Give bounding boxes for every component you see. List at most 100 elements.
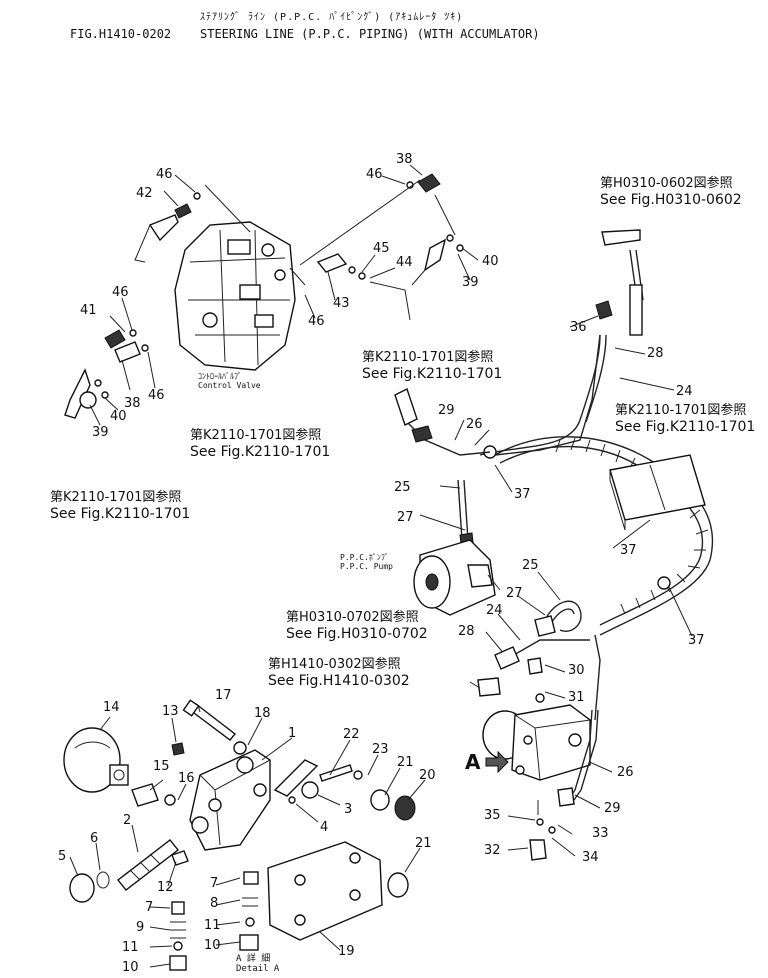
part-number: 46: [112, 285, 129, 300]
part-number: 9: [136, 920, 145, 935]
valve-fittings: [64, 173, 464, 419]
see-fig-reference: 第K2110-1701図参照 See Fig.K2110-1701: [50, 490, 190, 522]
figure-number: FIG.H1410-0202: [70, 27, 172, 41]
part-number: 27: [397, 510, 414, 525]
see-fig-reference: 第H0310-0702図参照 See Fig.H0310-0702: [286, 610, 428, 642]
part-number: 5: [58, 849, 67, 864]
part-number: 23: [372, 742, 389, 757]
part-number: 42: [136, 186, 153, 201]
caption-en: Detail A: [236, 964, 280, 974]
part-number: 34: [582, 850, 599, 865]
part-number: 16: [178, 771, 195, 786]
reference-jp: 第K2110-1701図参照: [615, 403, 747, 418]
part-number: 13: [162, 704, 179, 719]
reference-en: See Fig.K2110-1701: [50, 506, 191, 522]
part-number: 6: [90, 831, 99, 846]
part-number: 36: [570, 320, 587, 335]
lower-hoses: [469, 600, 601, 721]
part-number: 29: [438, 403, 455, 418]
detail-a-caption: A 詳 細 Detail A: [236, 954, 279, 974]
part-number: 11: [204, 918, 221, 933]
part-number: 37: [620, 543, 637, 558]
caption-jp: ｺﾝﾄﾛｰﾙﾊﾞﾙﾌﾞ: [198, 372, 242, 381]
reference-en: See Fig.H1410-0302: [268, 673, 410, 689]
part-number: 2: [123, 813, 132, 828]
reference-jp: 第H0310-0602図参照: [600, 176, 733, 191]
part-number: 17: [215, 688, 232, 703]
part-number: 37: [688, 633, 705, 648]
figure-title-japanese: ｽﾃｱﾘﾝｸﾞ ﾗｲﾝ (P.P.C. ﾊﾟｲﾋﾟﾝｸﾞ) (ｱｷｭﾑﾚｰﾀ ﾂ…: [200, 12, 464, 23]
part-number: 11: [122, 940, 139, 955]
part-number: 43: [333, 296, 350, 311]
part-number: 3: [344, 802, 353, 817]
part-number: 32: [484, 843, 501, 858]
part-number: 30: [568, 663, 585, 678]
reference-jp: 第K2110-1701図参照: [50, 490, 182, 505]
part-number: 12: [157, 880, 174, 895]
arrow-a-icon: [485, 750, 509, 774]
part-number: 15: [153, 759, 170, 774]
part-number: 1: [288, 726, 297, 741]
part-number: 39: [462, 275, 479, 290]
part-number: 24: [676, 384, 693, 399]
part-number: 4: [320, 820, 329, 835]
caption-en: P.P.C. Pump: [340, 562, 393, 571]
part-number: 27: [506, 586, 523, 601]
reference-en: See Fig.K2110-1701: [362, 366, 503, 382]
reference-jp: 第H0310-0702図参照: [286, 610, 419, 625]
part-number: 7: [145, 900, 154, 915]
part-number: 21: [397, 755, 414, 770]
reference-en: See Fig.K2110-1701: [615, 419, 756, 435]
part-number: 46: [148, 388, 165, 403]
part-number: 46: [308, 314, 325, 329]
see-fig-reference: 第K2110-1701図参照 See Fig.K2110-1701: [362, 350, 502, 382]
ppc-pump-caption: P.P.C.ﾎﾟﾝﾌﾟ P.P.C. Pump: [340, 553, 393, 571]
reference-en: See Fig.H0310-0702: [286, 626, 428, 642]
part-number: 28: [458, 624, 475, 639]
reference-jp: 第K2110-1701図参照: [190, 428, 322, 443]
part-number: 14: [103, 700, 120, 715]
caption-en: Control Valve: [198, 381, 261, 390]
leader-lines: [89, 164, 693, 857]
part-number: 21: [415, 836, 432, 851]
part-number: 26: [466, 417, 483, 432]
part-number: 35: [484, 808, 501, 823]
part-number: 45: [373, 241, 390, 256]
reference-jp: 第H1410-0302図参照: [268, 657, 401, 672]
part-number: 25: [394, 480, 411, 495]
ppc-pump-drawing: [413, 539, 501, 616]
part-number: 28: [647, 346, 664, 361]
control-valve-caption: ｺﾝﾄﾛｰﾙﾊﾞﾙﾌﾞ Control Valve: [198, 372, 261, 390]
part-number: 26: [617, 765, 634, 780]
part-number: 40: [482, 254, 499, 269]
part-number: 46: [366, 167, 383, 182]
control-valve-drawing: [174, 221, 296, 371]
see-fig-reference: 第H0310-0602図参照 See Fig.H0310-0602: [600, 176, 742, 208]
part-number: 38: [124, 396, 141, 411]
detail-a-drawing: [63, 699, 426, 971]
caption-jp: P.P.C.ﾎﾟﾝﾌﾟ: [340, 553, 389, 562]
reference-jp: 第K2110-1701図参照: [362, 350, 494, 365]
part-number: 18: [254, 706, 271, 721]
part-number: 37: [514, 487, 531, 502]
reference-en: See Fig.H0310-0602: [600, 192, 742, 208]
see-fig-reference: 第K2110-1701図参照 See Fig.K2110-1701: [615, 403, 755, 435]
part-number: 31: [568, 690, 585, 705]
part-number: 24: [486, 603, 503, 618]
see-fig-reference: 第H1410-0302図参照 See Fig.H1410-0302: [268, 657, 410, 689]
accumulator-assembly: [482, 704, 599, 861]
part-number: 41: [80, 303, 97, 318]
figure-title: STEERING LINE (P.P.C. PIPING) (WITH ACCU…: [200, 27, 540, 41]
part-number: 40: [110, 409, 127, 424]
caption-jp: A 詳 細: [236, 954, 271, 964]
part-number: 46: [156, 167, 173, 182]
view-arrow-label: A: [465, 750, 481, 774]
part-number: 22: [343, 727, 360, 742]
part-number: 39: [92, 425, 109, 440]
part-number: 29: [604, 801, 621, 816]
see-fig-reference: 第K2110-1701図参照 See Fig.K2110-1701: [190, 428, 330, 460]
pipe-harness: [394, 229, 714, 636]
part-number: 10: [204, 938, 221, 953]
part-number: 19: [338, 944, 355, 959]
